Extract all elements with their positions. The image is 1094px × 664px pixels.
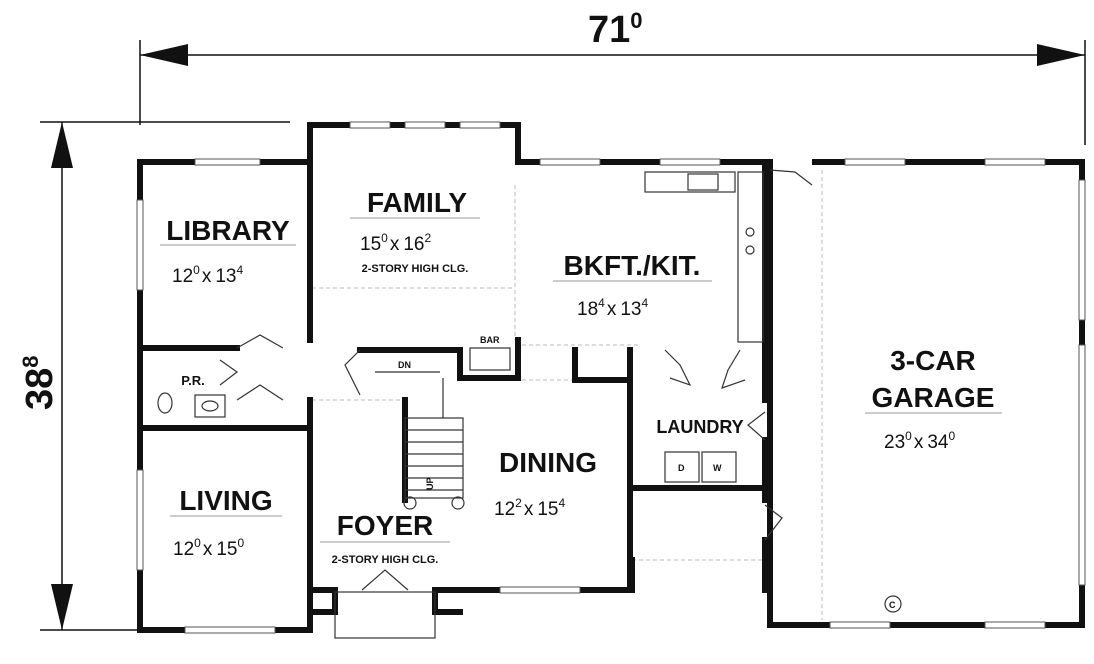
room-powder: P.R. <box>181 373 205 388</box>
laundry-name: LAUNDRY <box>656 417 743 437</box>
dashed-lines <box>312 170 823 620</box>
stair-up-label: UP <box>425 477 435 490</box>
doors <box>219 169 813 639</box>
family-ceiling-note: 2-STORY HIGH CLG. <box>362 263 469 275</box>
living-name: LIVING <box>179 485 272 516</box>
dryer-label: D <box>678 463 685 473</box>
garage-name-line1: 3-CAR <box>890 345 976 376</box>
staircase: DN UP <box>375 360 465 510</box>
kitchen-name: BKFT./KIT. <box>564 250 701 281</box>
library-name: LIBRARY <box>166 215 290 246</box>
bar-label: BAR <box>480 335 500 345</box>
dining-name: DINING <box>499 447 597 478</box>
overall-depth-label: 388 <box>18 355 61 410</box>
washer-label: W <box>713 463 722 473</box>
c-label: C <box>889 600 896 610</box>
powder-room-name: P.R. <box>181 373 205 388</box>
foyer-name: FOYER <box>337 510 433 541</box>
overall-width-label: 710 <box>588 8 643 51</box>
room-laundry: LAUNDRY <box>656 417 743 437</box>
stair-down-label: DN <box>398 360 411 370</box>
family-name: FAMILY <box>367 187 467 218</box>
walls <box>137 122 1085 633</box>
garage-name-line2: GARAGE <box>872 382 995 413</box>
windows <box>136 121 1086 634</box>
fixtures: D W C <box>157 171 902 613</box>
room-foyer: FOYER 2-STORY HIGH CLG. <box>320 510 450 566</box>
overall-width-dimension: 710 <box>139 8 1086 145</box>
foyer-ceiling-note: 2-STORY HIGH CLG. <box>332 554 439 566</box>
overall-depth-dimension: 388 <box>18 121 290 631</box>
